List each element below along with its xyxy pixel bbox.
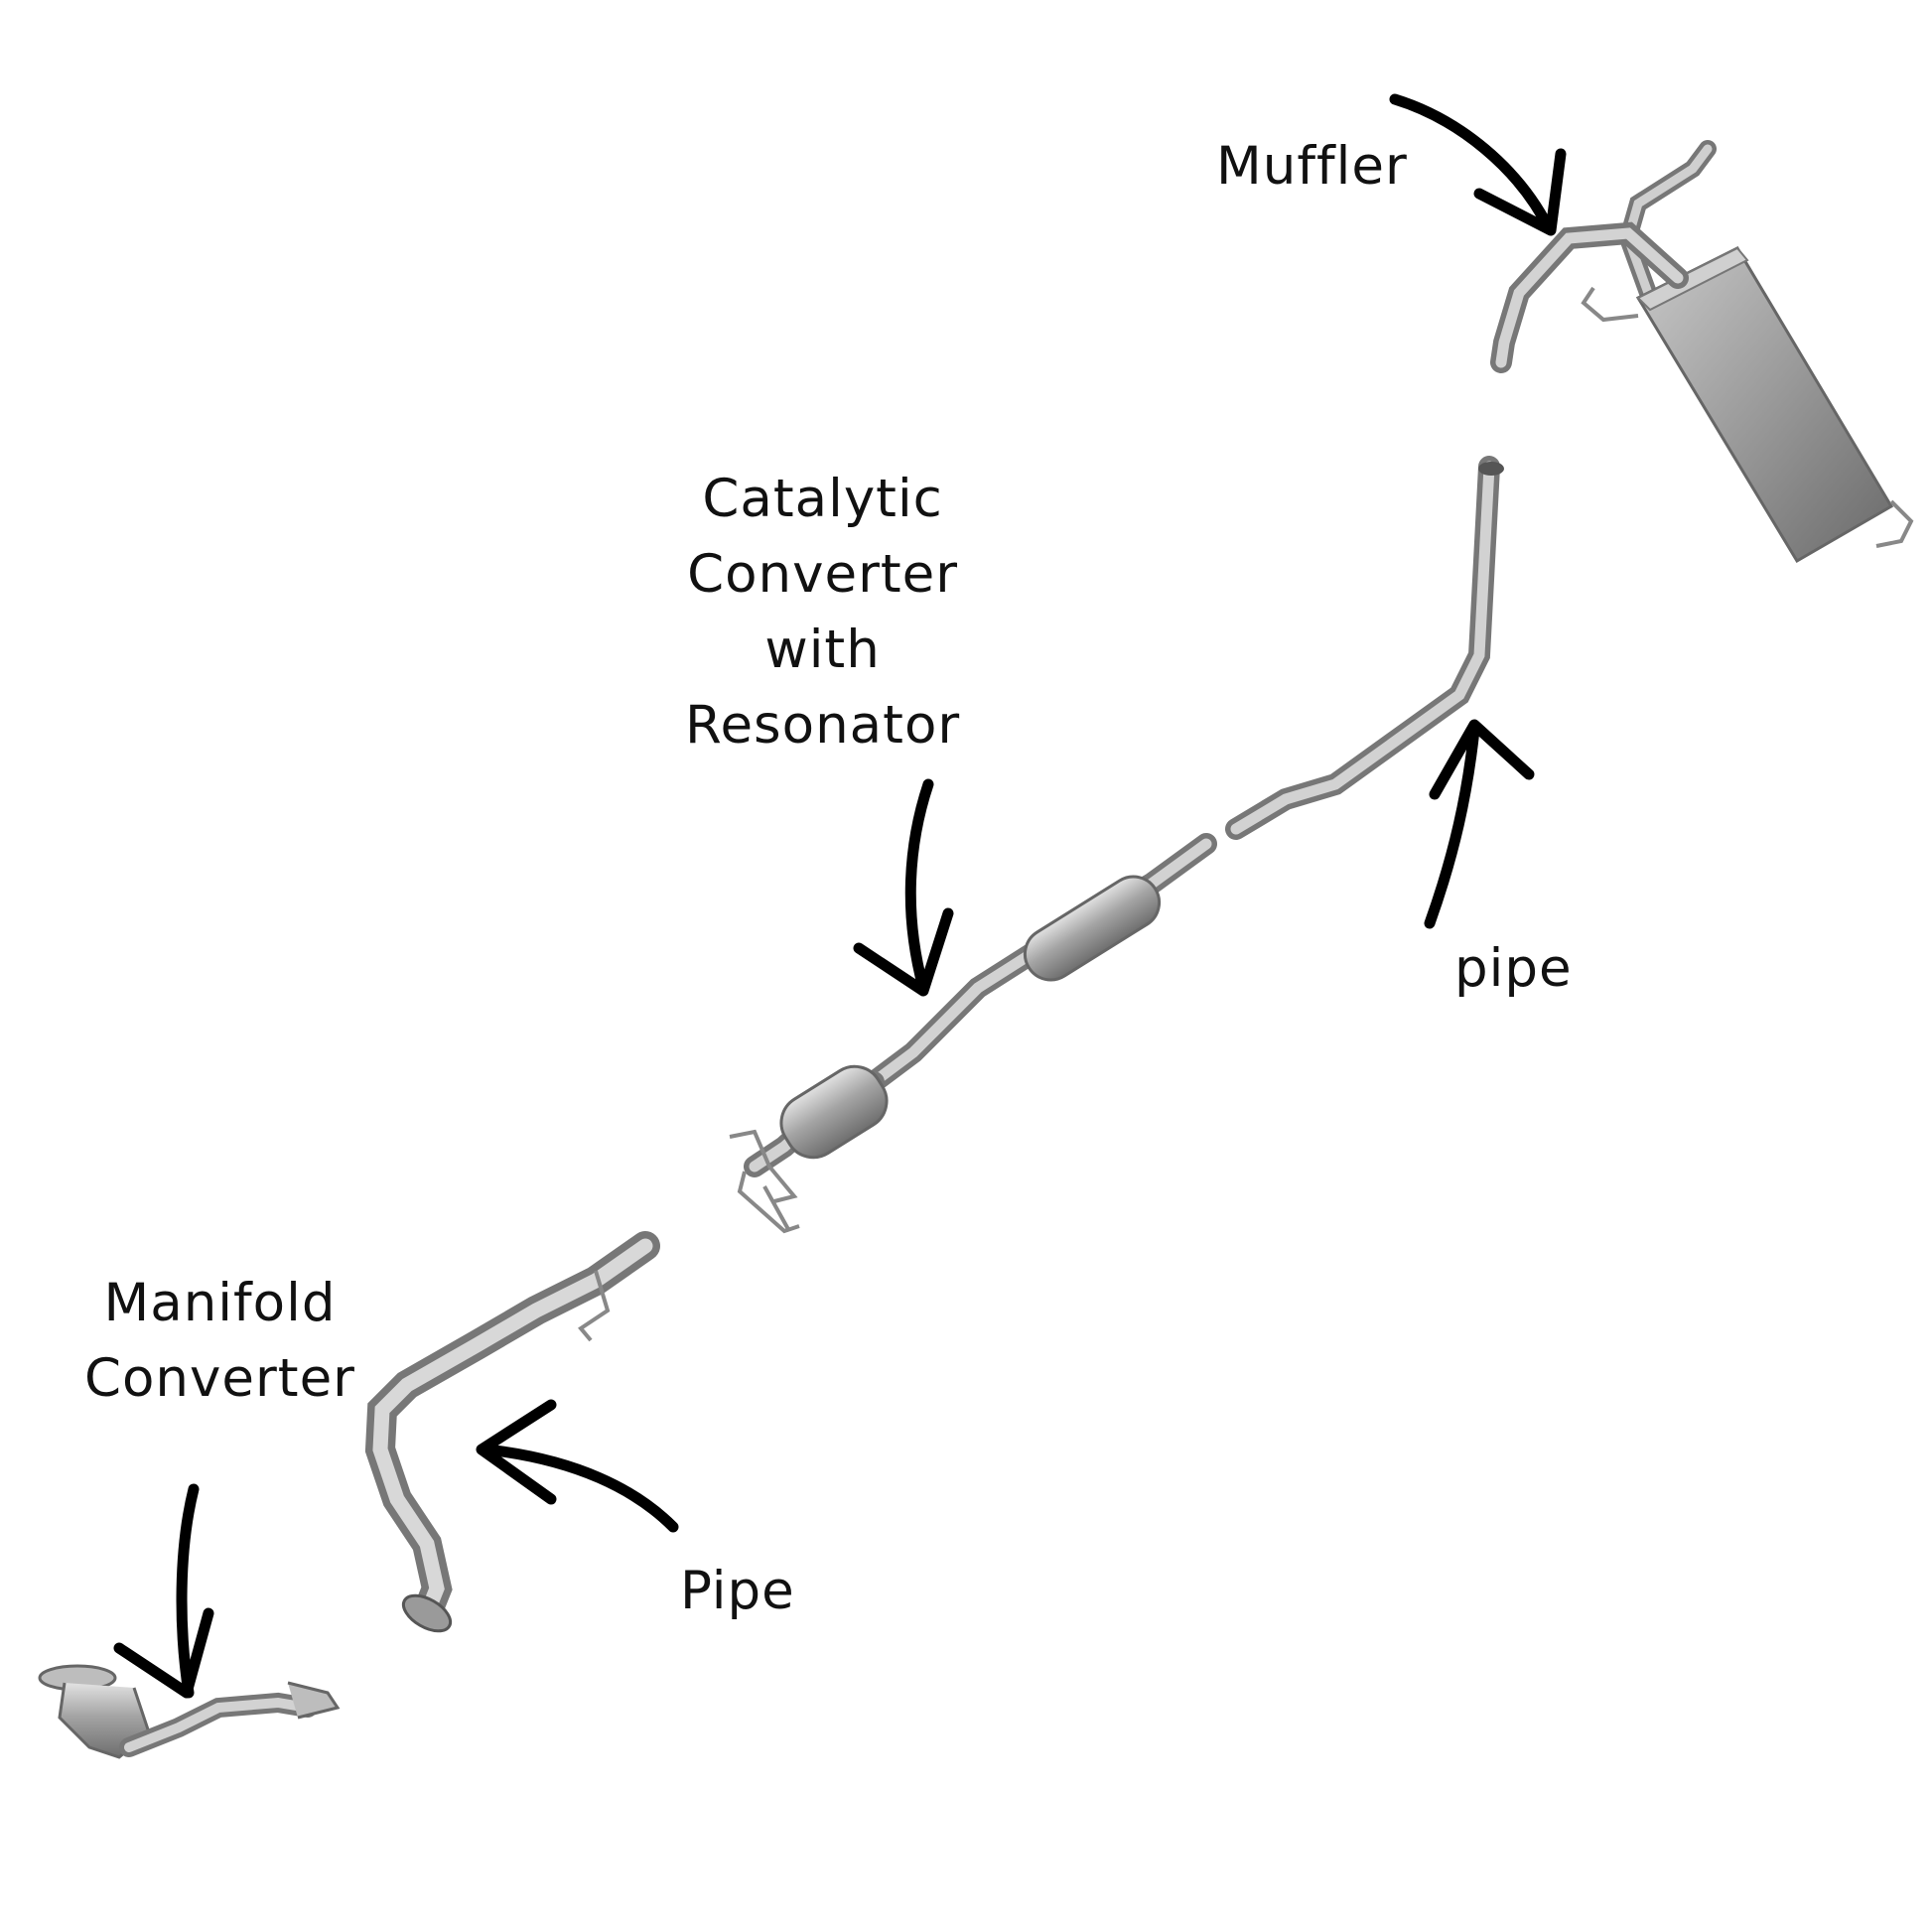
catalytic-converter-part [729, 833, 1217, 1234]
catalytic-converter-label: Catalytic Converter with Resonator [685, 469, 961, 756]
upper-pipe-arrow [1424, 719, 1535, 929]
lower-pipe-part [364, 1231, 660, 1633]
lower-pipe-arrow [476, 1399, 679, 1533]
muffler-label: Muffler [1216, 136, 1408, 197]
manifold-converter-label: Manifold Converter [84, 1273, 355, 1409]
manifold-converter-arrow [113, 1483, 214, 1699]
muffler-arrow [1389, 93, 1567, 236]
upper-pipe-label: pipe [1454, 938, 1573, 999]
manifold-converter-part [38, 1664, 341, 1759]
lower-pipe-label: Pipe [680, 1561, 795, 1621]
catalytic-converter-arrow [853, 778, 954, 997]
muffler-part [1490, 140, 1914, 564]
upper-pipe-part [1225, 456, 1504, 840]
